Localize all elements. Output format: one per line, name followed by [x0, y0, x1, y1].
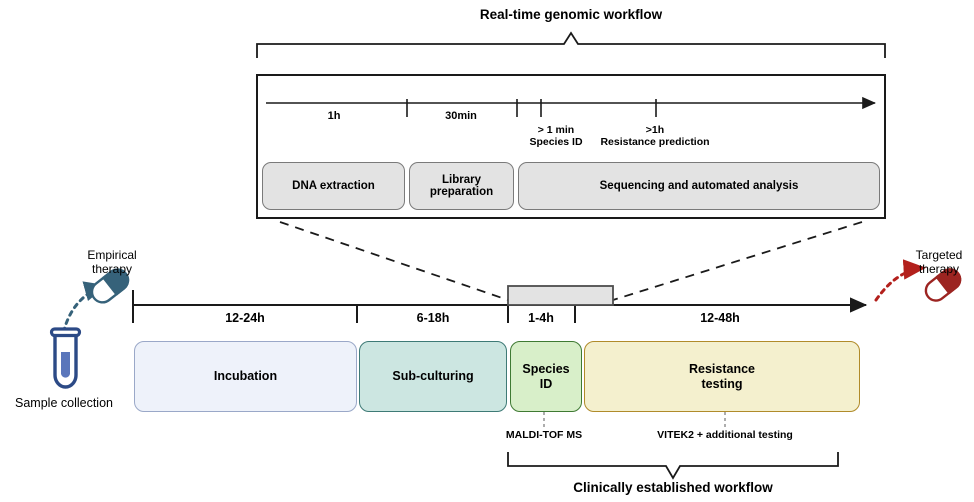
top-resistance-note: >1h Resistance prediction: [600, 124, 709, 148]
top-bracket: [256, 31, 886, 58]
annotation-leaders: [543, 412, 726, 428]
duration-incubation: 12-24h: [225, 311, 265, 325]
top-resistance-duration: >1h: [645, 124, 665, 136]
annotation-vitek2: VITEK2 + additional testing: [657, 429, 793, 441]
top-timeline-axis: [266, 96, 876, 117]
stage-resistance-line1: Resistance: [688, 361, 755, 376]
top-resistance-label: Resistance prediction: [600, 136, 710, 149]
empirical-therapy-line1: Empirical: [87, 248, 137, 262]
top-duration-30min: 30min: [445, 110, 477, 122]
targeted-therapy-line1: Targeted: [915, 248, 963, 262]
timeline-zoom-slot: [507, 285, 614, 306]
targeted-therapy-arrow: [874, 259, 926, 302]
targeted-therapy-label: Targeted therapy: [915, 248, 963, 277]
bottom-bracket: [507, 452, 839, 480]
duration-subculturing: 6-18h: [416, 311, 450, 325]
duration-species-id: 1-4h: [528, 311, 554, 325]
sample-collection-label: Sample collection: [15, 396, 113, 410]
empirical-therapy-pill-icon: [90, 268, 130, 304]
annotation-maldi-tof: MALDI-TOF MS: [505, 429, 583, 441]
sample-tube-icon: [49, 327, 82, 389]
stage-incubation[interactable]: Incubation: [134, 341, 357, 412]
bottom-section-title: Clinically established workflow: [573, 480, 773, 495]
stage-resistance-testing[interactable]: Resistance testing: [584, 341, 860, 412]
top-panel-frame: [256, 74, 886, 219]
stage-species-id-line1: Species: [522, 361, 570, 376]
zoom-connector-lines: [279, 221, 863, 301]
stage-species-id-line2: ID: [539, 376, 553, 391]
step-library-preparation[interactable]: Library preparation: [409, 162, 514, 210]
empirical-therapy-label: Empirical therapy: [87, 248, 137, 277]
top-species-id-note: > 1 min Species ID: [529, 124, 582, 148]
stage-resistance-line2: testing: [701, 376, 743, 391]
targeted-therapy-pill-icon: [924, 268, 962, 302]
stage-species-id[interactable]: Species ID: [510, 341, 582, 412]
step-sequencing-analysis[interactable]: Sequencing and automated analysis: [518, 162, 880, 210]
empirical-therapy-line2: therapy: [91, 261, 133, 276]
step-dna-extraction[interactable]: DNA extraction: [262, 162, 405, 210]
main-timeline-axis: [132, 290, 868, 323]
duration-resistance-testing: 12-48h: [700, 311, 740, 325]
top-species-id-label: Species ID: [529, 136, 583, 149]
top-section-title: Real-time genomic workflow: [479, 7, 663, 22]
targeted-therapy-line2: therapy: [918, 261, 960, 276]
top-duration-1h: 1h: [327, 110, 341, 122]
stage-sub-culturing[interactable]: Sub-culturing: [359, 341, 507, 412]
top-species-id-duration: > 1 min: [537, 124, 575, 136]
